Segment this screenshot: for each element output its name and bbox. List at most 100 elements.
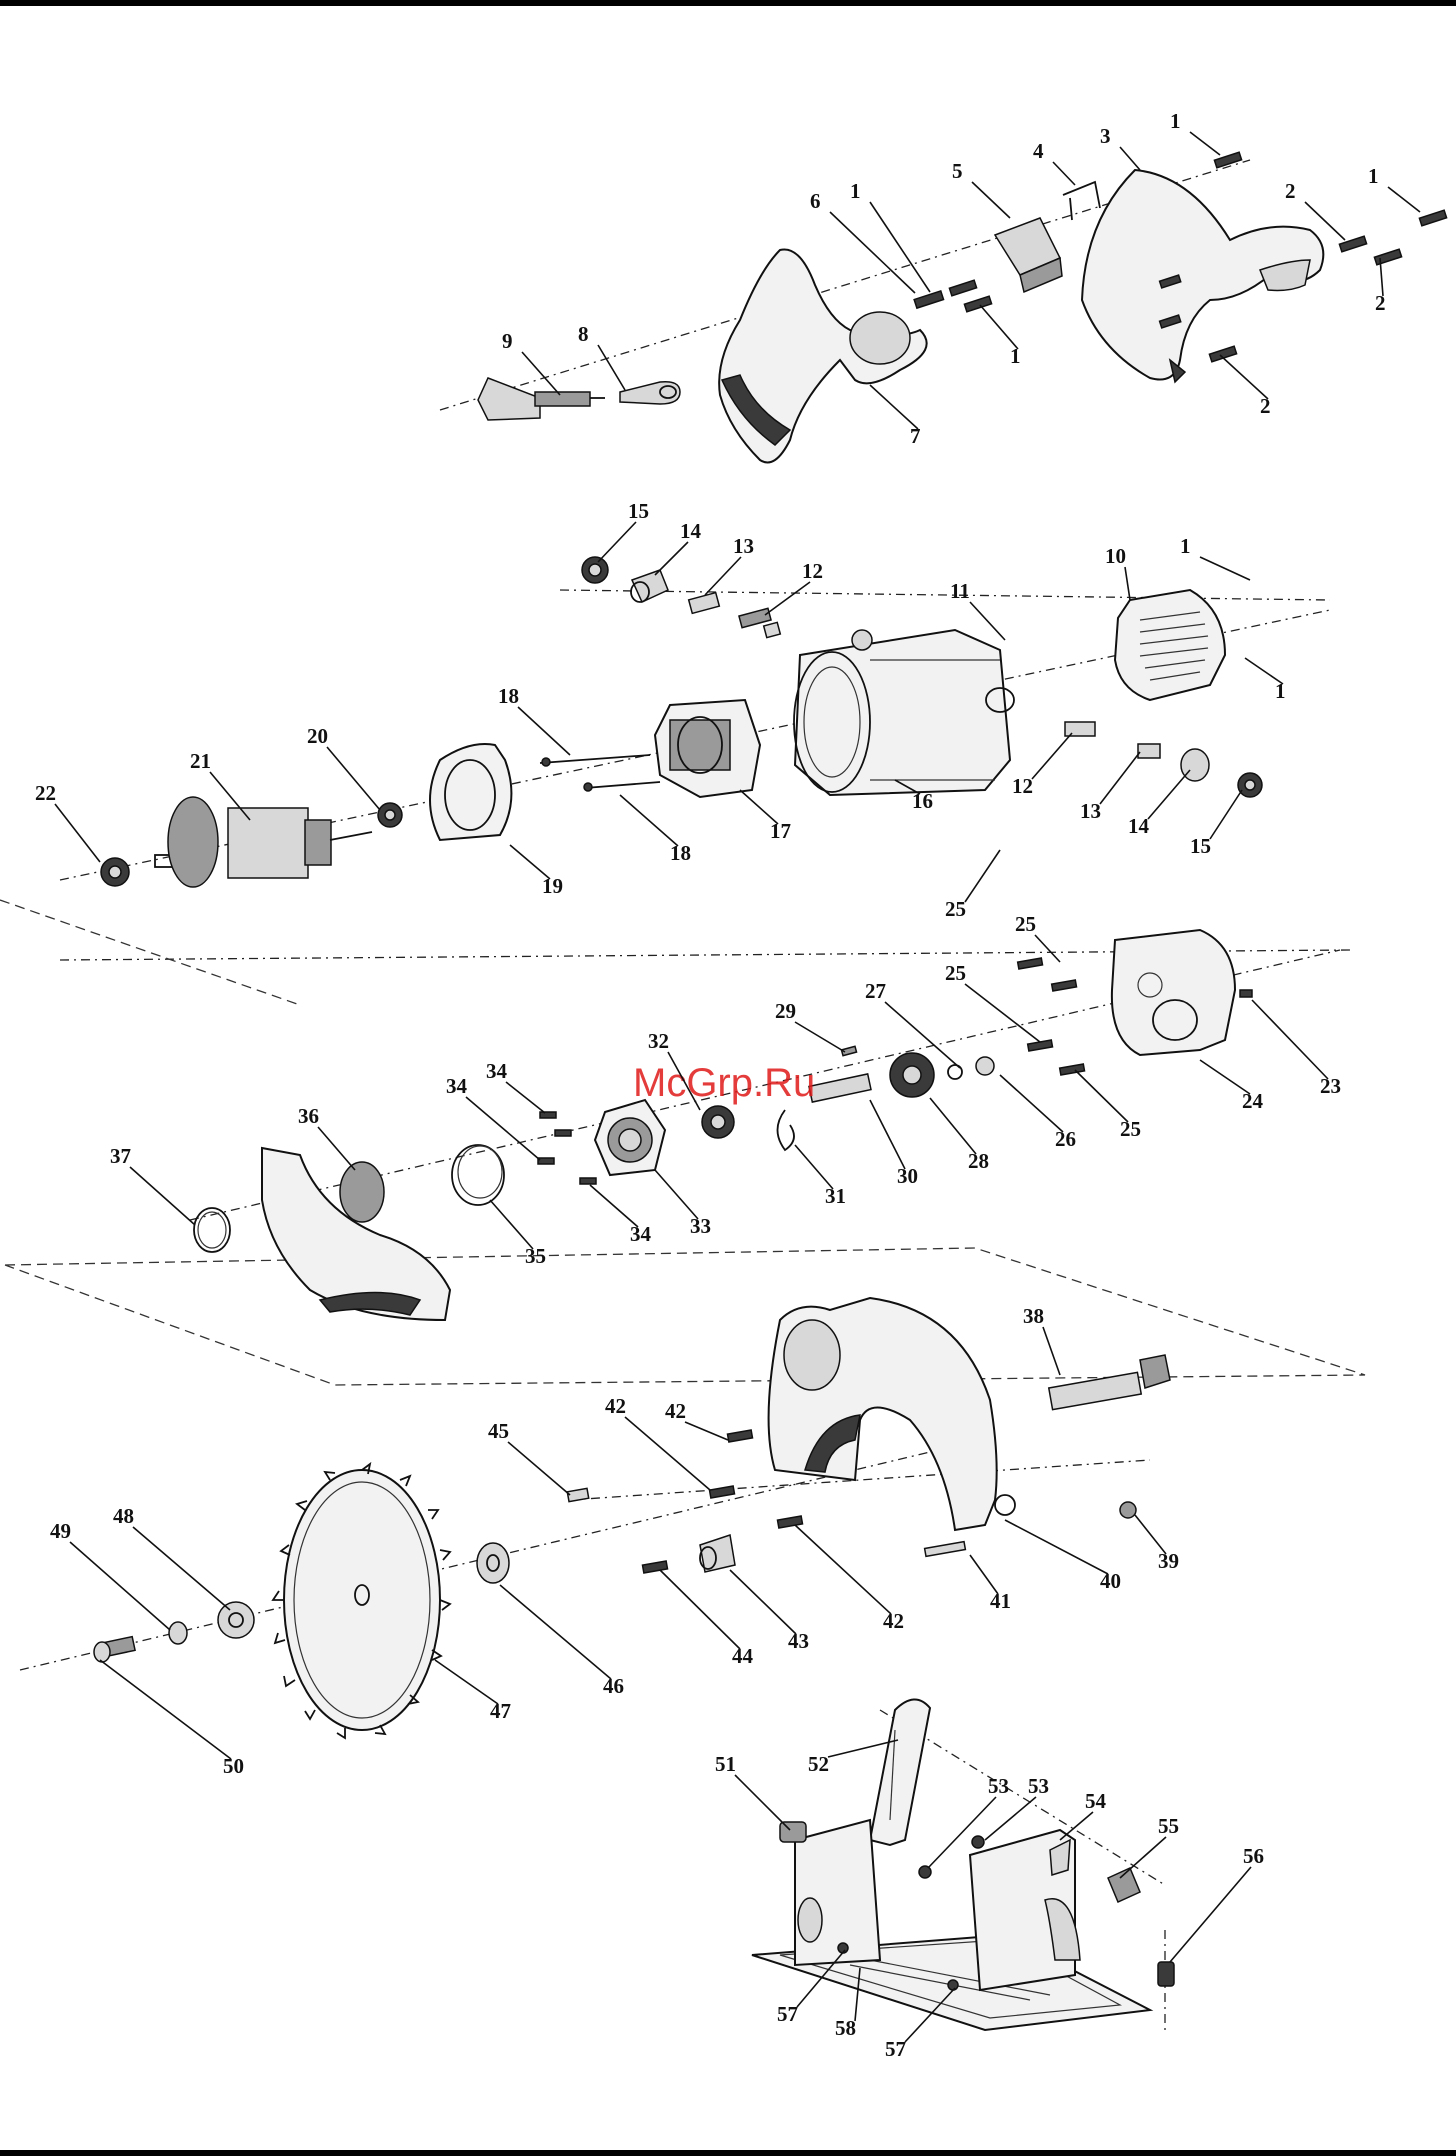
callout-number: 42: [605, 1394, 626, 1418]
callout-number: 29: [775, 999, 796, 1023]
callout-41: 41: [970, 1555, 1011, 1613]
callout-number: 1: [1170, 109, 1181, 133]
callout-33: 33: [655, 1170, 711, 1238]
part-44-screw: [642, 1561, 667, 1573]
callout-1: 1: [1170, 109, 1220, 155]
callout-number: 34: [446, 1074, 468, 1098]
callout-number: 56: [1243, 1844, 1264, 1868]
part-12-spring: [739, 608, 780, 637]
callout-number: 57: [777, 2002, 798, 2026]
part-13-brush: [689, 593, 720, 614]
callout-number: 18: [670, 841, 691, 865]
callout-number: 22: [35, 781, 56, 805]
callout-number: 10: [1105, 544, 1126, 568]
callout-number: 30: [897, 1164, 918, 1188]
callout-leader: [1220, 355, 1268, 399]
callout-number: 57: [885, 2037, 906, 2061]
part-52-bevel-bracket: [870, 1699, 930, 1845]
callout-number: 58: [835, 2016, 856, 2040]
callout-leader: [965, 850, 1000, 902]
callout-1: 1: [850, 179, 930, 292]
callout-23: 23: [1252, 1000, 1341, 1098]
callout-leader: [435, 1660, 498, 1704]
callout-number: 33: [690, 1214, 711, 1238]
callout-leader: [965, 984, 1040, 1042]
callout-leader: [1190, 132, 1220, 155]
callout-leader: [133, 1527, 230, 1610]
callout-leader: [500, 1585, 611, 1679]
callout-12: 12: [765, 559, 823, 615]
callout-number: 15: [628, 499, 649, 523]
motor-right-parts: [1065, 722, 1262, 797]
callout-number: 39: [1158, 1549, 1179, 1573]
callout-number: 20: [307, 724, 328, 748]
callout-leader: [972, 182, 1010, 218]
callout-leader: [765, 582, 810, 615]
callout-number: 2: [1260, 394, 1271, 418]
callout-54: 54: [1060, 1789, 1107, 1840]
callout-number: 1: [1368, 164, 1379, 188]
callout-number: 35: [525, 1244, 546, 1268]
callout-number: 1: [1275, 679, 1286, 703]
callout-34: 34: [590, 1185, 652, 1246]
callout-number: 14: [1128, 814, 1150, 838]
callout-leader: [1060, 1812, 1093, 1840]
part-31-circlip: [778, 1110, 795, 1150]
callout-number: 2: [1375, 291, 1386, 315]
callout-44: 44: [660, 1570, 754, 1668]
callout-leader: [1005, 1520, 1108, 1574]
callout-15: 15: [598, 499, 649, 562]
callout-number: 19: [542, 874, 563, 898]
callout-leader: [970, 602, 1005, 640]
callout-14: 14: [1128, 770, 1190, 838]
callout-leader: [795, 1525, 891, 1614]
callout-number: 17: [770, 819, 791, 843]
callout-leader: [870, 385, 918, 429]
callout-31: 31: [795, 1145, 846, 1208]
callout-number: 45: [488, 1419, 509, 1443]
callout-number: 9: [502, 329, 513, 353]
callout-39: 39: [1135, 1515, 1179, 1573]
callout-36: 36: [298, 1104, 355, 1170]
callout-leader: [598, 522, 636, 562]
callout-25: 25: [1015, 912, 1060, 962]
callout-leader: [685, 1422, 728, 1440]
callout-number: 46: [603, 1674, 624, 1698]
callout-13: 13: [1080, 752, 1140, 823]
part-21-armature: [155, 797, 372, 887]
callout-leader: [1252, 1000, 1328, 1079]
callout-leader: [1120, 147, 1140, 170]
callout-13: 13: [705, 534, 754, 595]
callout-number: 53: [1028, 1774, 1049, 1798]
callout-leader: [1032, 733, 1072, 779]
part-38-depth-bolt: [1049, 1355, 1170, 1410]
callout-number: 1: [1010, 344, 1021, 368]
part-50-bolt: [94, 1637, 135, 1662]
callout-leader: [795, 1022, 845, 1052]
part-32-bearing: [702, 1106, 734, 1138]
part-41-pin: [925, 1542, 966, 1557]
callout-leader: [1000, 1075, 1063, 1132]
callout-leader: [490, 1200, 533, 1249]
callout-3: 3: [1100, 124, 1140, 170]
callout-45: 45: [488, 1419, 570, 1495]
callout-number: 6: [810, 189, 821, 213]
callout-leader: [506, 1082, 545, 1113]
callout-number: 49: [50, 1519, 71, 1543]
part-48-outer-flange: [218, 1602, 254, 1638]
callout-number: 8: [578, 322, 589, 346]
callout-25: 25: [945, 850, 1000, 921]
callout-leader: [590, 1185, 638, 1227]
callout-leader: [870, 1100, 905, 1169]
callout-leader: [70, 1542, 170, 1630]
callout-24: 24: [1200, 1060, 1264, 1113]
callout-number: 12: [802, 559, 823, 583]
callout-number: 44: [732, 1644, 754, 1668]
part-22-bearing: [101, 858, 129, 886]
callout-6: 6: [810, 189, 915, 293]
part-18-bolts: [540, 755, 660, 791]
part-5-switch: [995, 218, 1062, 292]
callout-number: 55: [1158, 1814, 1179, 1838]
part-46-washer: [477, 1543, 509, 1583]
